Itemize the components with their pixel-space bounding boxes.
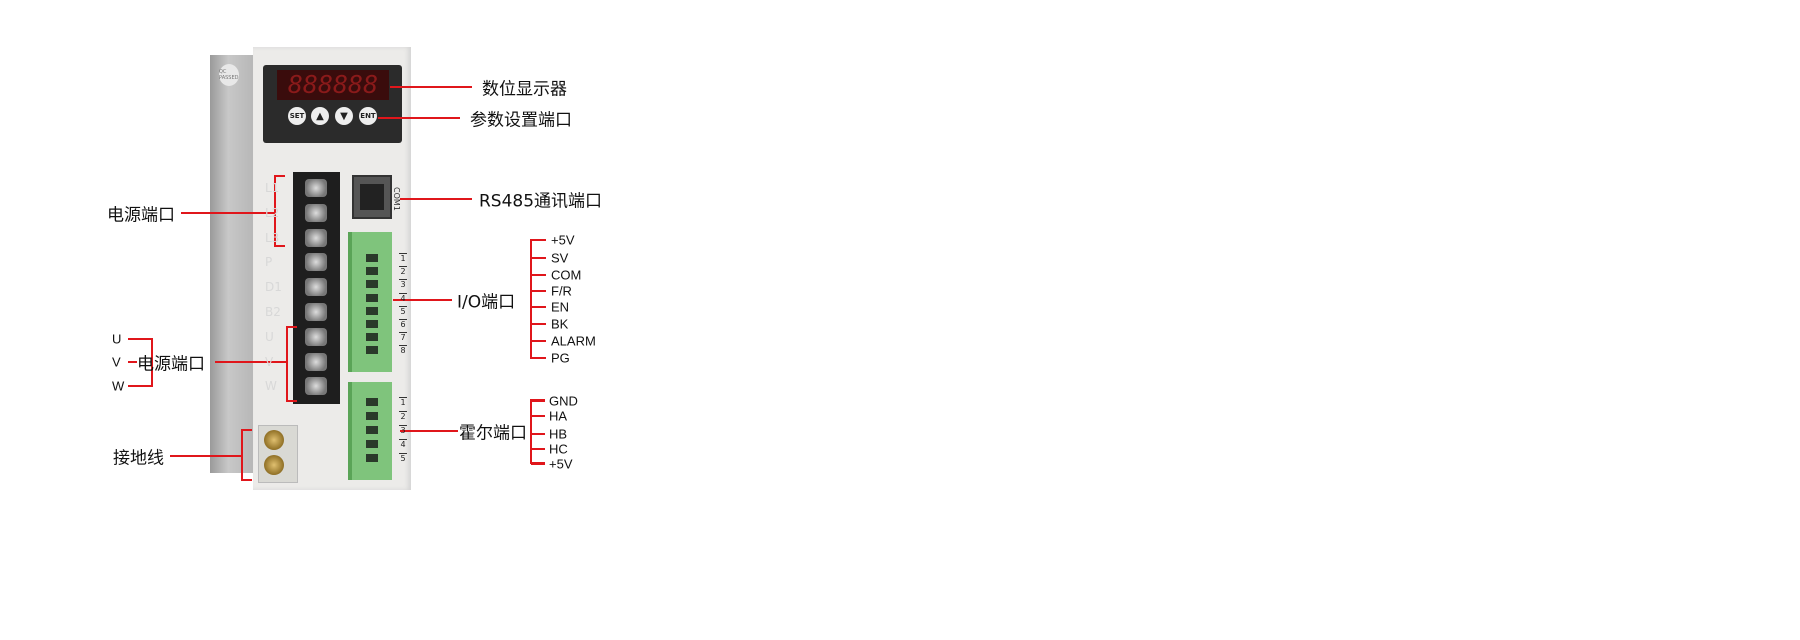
io-signal-label: +5V — [551, 232, 575, 248]
hall-pin — [366, 454, 378, 462]
io-pin-number: 7 — [399, 332, 407, 343]
terminal-label: L3 — [265, 230, 280, 245]
terminal-screw — [305, 303, 327, 321]
io-pin-number: 4 — [399, 292, 407, 303]
ground-screw — [264, 455, 284, 475]
hall-pin — [366, 426, 378, 434]
io-pin — [366, 280, 378, 289]
down-button[interactable]: ▼ — [335, 107, 353, 125]
hall-port-label: 霍尔端口 — [459, 423, 527, 444]
terminal-screw — [305, 203, 327, 222]
io-signal-label: ALARM — [551, 333, 596, 349]
hall-signal-label: HA — [549, 408, 568, 424]
terminal-screw — [305, 253, 327, 272]
terminal-screw — [305, 278, 327, 297]
io-pin-number: 2 — [399, 266, 407, 277]
motor-phase-label: V — [112, 354, 121, 370]
io-pin — [366, 333, 378, 342]
hall-signal-label: +5V — [549, 456, 573, 472]
io-signal-label: SV — [551, 250, 569, 266]
terminal-label: D1 — [265, 280, 282, 295]
io-signal-label: F/R — [551, 283, 572, 299]
io-pin-number: 8 — [399, 345, 407, 356]
terminal-label: W — [265, 379, 277, 394]
hall-signal-label: HB — [549, 426, 568, 442]
com1-label: COM1 — [392, 187, 401, 211]
terminal-label: L1 — [265, 181, 280, 195]
power-top-bracket — [181, 175, 285, 247]
hall-pin — [366, 412, 378, 420]
io-pin-number: 6 — [399, 319, 407, 329]
rj45-port — [352, 175, 392, 219]
power-motor-bracket — [215, 326, 297, 402]
hall-pin-number: 5 — [399, 453, 407, 463]
ent-button[interactable]: ENT — [359, 107, 377, 125]
io-pin — [366, 320, 378, 328]
terminal-screw — [305, 327, 327, 346]
io-pin-number: 3 — [399, 279, 407, 290]
hall-pin-number: 3 — [399, 425, 407, 435]
power-port-label: 电源端口 — [107, 205, 175, 226]
motor-power-port-label: 电源端口 — [137, 354, 205, 375]
io-pin — [366, 254, 378, 262]
io-signal-label: EN — [551, 299, 570, 315]
terminal-screw — [305, 377, 327, 396]
heatsink — [210, 55, 256, 473]
terminal-label: P — [265, 255, 273, 270]
hall-pin-number: 1 — [399, 397, 407, 407]
io-pin-number: 1 — [399, 253, 407, 263]
io-signal-label: BK — [551, 316, 569, 332]
led-display: 888888 — [277, 70, 389, 100]
io-pin — [366, 306, 378, 315]
terminal-label: L2 — [265, 205, 280, 220]
motor-phase-label: W — [112, 378, 125, 394]
ground-label: 接地线 — [113, 448, 164, 469]
up-button[interactable]: ▲ — [311, 107, 329, 125]
io-pin — [366, 267, 378, 276]
hall-signal-label: GND — [549, 393, 578, 409]
rs485-label: RS485通讯端口 — [479, 191, 603, 212]
terminal-label: B2 — [265, 305, 281, 319]
io-signal-label: COM — [551, 267, 582, 283]
io-signal-label: PG — [551, 350, 570, 366]
terminal-label: V — [265, 354, 274, 369]
display-label: 数位显示器 — [482, 79, 567, 100]
ground-screw — [264, 430, 284, 450]
ground-bracket — [170, 429, 252, 481]
hall-bracket — [530, 399, 545, 464]
hall-pin-number: 2 — [399, 411, 407, 421]
io-pin-number: 5 — [399, 305, 407, 316]
terminal-screw — [305, 352, 327, 371]
io-pin — [366, 346, 378, 355]
hall-signal-label: HC — [549, 441, 568, 457]
hall-pin — [366, 440, 378, 448]
hall-pin — [366, 398, 378, 406]
io-port-label: I/O端口 — [457, 292, 516, 313]
param-port-label: 参数设置端口 — [470, 110, 572, 131]
motor-phase-label: U — [112, 331, 122, 347]
io-pin — [366, 293, 378, 302]
uvw-bracket — [128, 338, 153, 387]
set-button[interactable]: SET — [288, 107, 306, 125]
qc-badge: QC PASSED — [219, 64, 239, 86]
terminal-label: U — [265, 329, 274, 344]
terminal-screw — [305, 179, 327, 197]
hall-pin-number: 4 — [399, 439, 407, 449]
terminal-screw — [305, 228, 327, 247]
